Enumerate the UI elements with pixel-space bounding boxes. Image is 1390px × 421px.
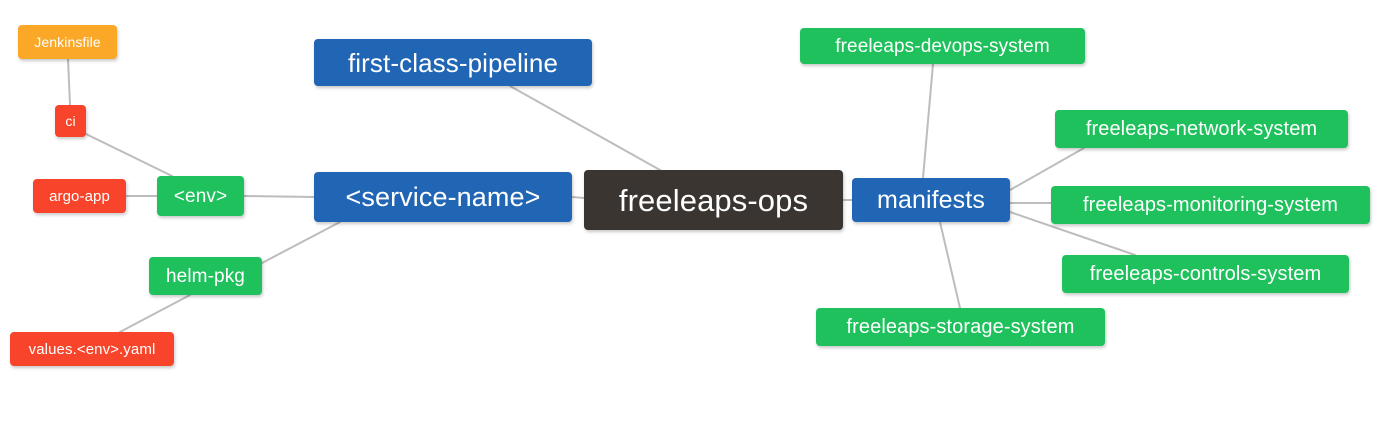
edge-service-name-to-freeleaps-ops: [571, 196, 585, 199]
mindmap-node-helm-pkg[interactable]: helm-pkg: [149, 257, 262, 295]
edge-first-class-pipeline-to-freeleaps-ops: [509, 85, 661, 171]
edge-ci-to-env: [85, 133, 173, 177]
mindmap-node-jenkinsfile[interactable]: Jenkinsfile: [18, 25, 117, 59]
mindmap-node-monitoring-system[interactable]: freeleaps-monitoring-system: [1051, 186, 1370, 224]
mindmap-node-env[interactable]: <env>: [157, 176, 244, 216]
mindmap-node-manifests[interactable]: manifests: [852, 178, 1010, 222]
mindmap-node-storage-system[interactable]: freeleaps-storage-system: [816, 308, 1105, 346]
edge-helm-pkg-to-values-yaml: [119, 294, 191, 333]
mindmap-node-values-yaml[interactable]: values.<env>.yaml: [10, 332, 174, 366]
edge-env-to-service-name: [243, 195, 315, 198]
mindmap-node-devops-system[interactable]: freeleaps-devops-system: [800, 28, 1085, 64]
mindmap-node-controls-system[interactable]: freeleaps-controls-system: [1062, 255, 1349, 293]
mindmap-node-first-class-pipeline[interactable]: first-class-pipeline: [314, 39, 592, 86]
mindmap-node-argo-app[interactable]: argo-app: [33, 179, 126, 213]
edge-jenkinsfile-to-ci: [67, 58, 71, 106]
edge-manifests-to-devops-system: [922, 63, 934, 179]
edge-manifests-to-storage-system: [939, 221, 961, 309]
mindmap-node-service-name[interactable]: <service-name>: [314, 172, 572, 222]
mindmap-node-network-system[interactable]: freeleaps-network-system: [1055, 110, 1348, 148]
edge-manifests-to-network-system: [1009, 147, 1085, 191]
mindmap-node-ci[interactable]: ci: [55, 105, 86, 137]
edge-service-name-to-helm-pkg: [261, 221, 341, 264]
mindmap-node-freeleaps-ops[interactable]: freeleaps-ops: [584, 170, 843, 230]
